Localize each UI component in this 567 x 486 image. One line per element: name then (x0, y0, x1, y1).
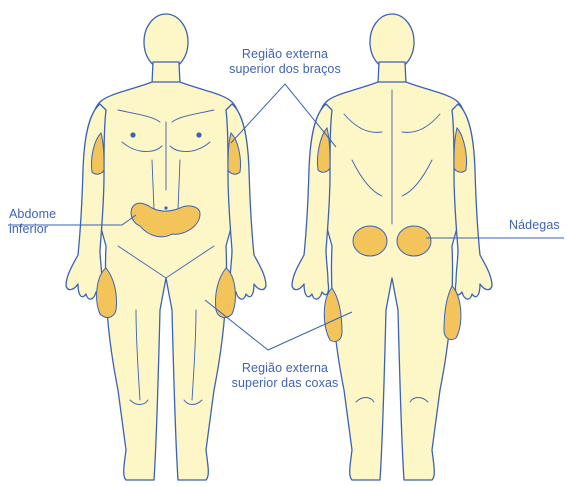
lower-abdomen-label: Abdome inferior (9, 207, 56, 237)
upper-thighs-label-line1: Região externa (200, 361, 370, 376)
upper-arms-label-line2: superior dos braços (200, 62, 370, 77)
back-figure (292, 14, 492, 480)
upper-thighs-label: Região externa superior das coxas (200, 361, 370, 391)
upper-thighs-label-line2: superior das coxas (200, 376, 370, 391)
buttocks-label: Nádegas (509, 218, 560, 233)
buttock-right-site (397, 226, 431, 256)
lower-abdomen-label-line1: Abdome (9, 207, 56, 222)
upper-arms-label: Região externa superior dos braços (200, 47, 370, 77)
lower-abdomen-label-line2: inferior (9, 222, 56, 237)
front-figure (66, 14, 266, 480)
upper-arms-label-line1: Região externa (200, 47, 370, 62)
buttock-left-site (353, 226, 387, 256)
buttocks-label-line1: Nádegas (509, 218, 560, 233)
